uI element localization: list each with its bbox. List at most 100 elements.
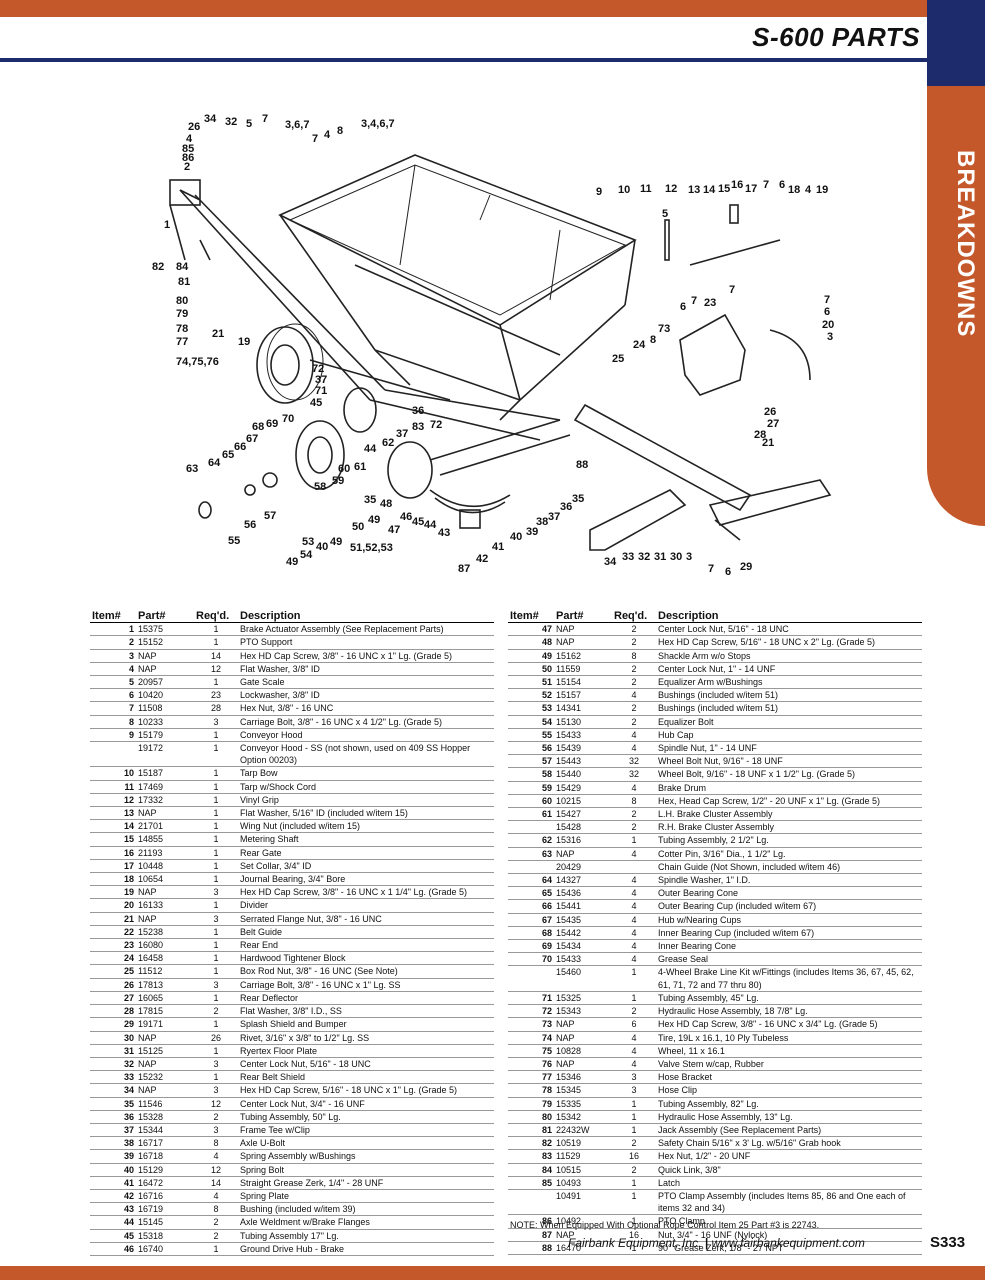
- svg-text:27: 27: [767, 418, 779, 430]
- part-number: NAP: [554, 1228, 612, 1242]
- item-number: 16: [90, 846, 136, 860]
- part-number: 15154: [554, 675, 612, 690]
- part-number: 17815: [136, 1004, 194, 1019]
- item-number: 36: [90, 1110, 136, 1124]
- svg-text:82: 82: [152, 261, 164, 273]
- svg-text:5: 5: [246, 118, 252, 130]
- qty-required: 1: [194, 728, 238, 743]
- item-number: 80: [508, 1110, 554, 1124]
- part-number: 15440: [554, 767, 612, 782]
- svg-text:84: 84: [176, 261, 189, 273]
- part-description: Metering Shaft: [238, 832, 494, 847]
- qty-required: 1: [194, 1242, 238, 1256]
- qty-required: 14: [194, 649, 238, 663]
- svg-text:16: 16: [731, 179, 743, 191]
- svg-text:44: 44: [364, 443, 377, 455]
- svg-text:86: 86: [182, 152, 194, 164]
- item-number: 11: [90, 780, 136, 794]
- svg-text:83: 83: [412, 421, 424, 433]
- part-number: 20957: [136, 675, 194, 690]
- part-description: Hex HD Cap Screw, 3/8" - 16 UNC x 1" Lg.…: [238, 649, 494, 663]
- part-description: Rear Belt Shield: [238, 1070, 494, 1085]
- svg-text:71: 71: [315, 385, 327, 397]
- part-number: 15427: [554, 807, 612, 822]
- header-underline: [0, 58, 927, 62]
- rope-control-note: NOTE: When Equipped With Optional Rope C…: [510, 1220, 820, 1230]
- part-description: Hardwood Tightener Block: [238, 951, 494, 966]
- item-number: 59: [508, 781, 554, 795]
- part-number: 15343: [554, 1004, 612, 1019]
- part-description: Quick Link, 3/8": [656, 1163, 922, 1177]
- qty-required: 1: [612, 833, 656, 848]
- part-description: Grease Seal: [656, 952, 922, 967]
- svg-text:40: 40: [510, 531, 522, 543]
- part-description: Lockwasher, 3/8" ID: [238, 688, 494, 703]
- item-number: 14: [90, 819, 136, 834]
- svg-text:47: 47: [388, 524, 400, 536]
- item-number: 69: [508, 939, 554, 954]
- part-description: Axle Weldment w/Brake Flanges: [238, 1215, 494, 1230]
- qty-required: 4: [612, 781, 656, 795]
- part-description: Hex HD Cap Screw, 5/16" - 18 UNC x 2" Lg…: [656, 635, 922, 650]
- item-number: 57: [508, 754, 554, 769]
- part-number: 16080: [136, 938, 194, 953]
- part-description: Wheel Bolt Nut, 9/16" - 18 UNF: [656, 754, 922, 769]
- item-number: 58: [508, 767, 554, 782]
- svg-text:35: 35: [364, 494, 376, 506]
- col-part: Part#: [136, 610, 194, 624]
- qty-required: 8: [194, 1202, 238, 1217]
- part-description: Rear Gate: [238, 846, 494, 860]
- item-number: 5: [90, 675, 136, 690]
- svg-text:59: 59: [332, 475, 344, 487]
- item-number: 45: [90, 1229, 136, 1243]
- part-number: 15179: [136, 728, 194, 743]
- item-number: 62: [508, 833, 554, 848]
- part-description: PTO Support: [238, 635, 494, 650]
- item-number: 25: [90, 964, 136, 979]
- part-number: 15435: [554, 913, 612, 927]
- svg-text:7: 7: [708, 563, 714, 575]
- part-number: 16719: [136, 1202, 194, 1217]
- qty-required: 14: [194, 1176, 238, 1190]
- item-number: 84: [508, 1163, 554, 1177]
- part-description: Rivet, 3/16" x 3/8" to 1/2" Lg. SS: [238, 1031, 494, 1045]
- svg-text:3: 3: [827, 331, 833, 343]
- part-description: Jack Assembly (See Replacement Parts): [656, 1123, 922, 1138]
- part-number: 15335: [554, 1097, 612, 1111]
- item-number: 33: [90, 1070, 136, 1085]
- part-description: Brake Drum: [656, 781, 922, 795]
- svg-text:42: 42: [476, 553, 488, 565]
- part-description: Rear Deflector: [238, 991, 494, 1006]
- part-description: Inner Bearing Cone: [656, 939, 922, 954]
- part-description: Box Rod Nut, 3/8" - 16 UNC (See Note): [238, 964, 494, 979]
- part-number: 10654: [136, 872, 194, 887]
- qty-required: 1: [612, 1214, 656, 1229]
- part-description: Hex HD Cap Screw, 5/16" - 18 UNC x 1" Lg…: [238, 1083, 494, 1098]
- qty-required: 3: [194, 1123, 238, 1138]
- part-number: 11546: [136, 1097, 194, 1111]
- item-number: 63: [508, 847, 554, 861]
- qty-required: 1: [612, 1189, 656, 1216]
- svg-text:44: 44: [424, 519, 437, 531]
- part-number: 16740: [136, 1242, 194, 1256]
- svg-text:34: 34: [204, 113, 217, 125]
- item-number: 28: [90, 1004, 136, 1019]
- part-number: 15443: [554, 754, 612, 769]
- item-number: 10: [90, 766, 136, 781]
- company-url[interactable]: www.fairbankequipment.com: [711, 1236, 865, 1250]
